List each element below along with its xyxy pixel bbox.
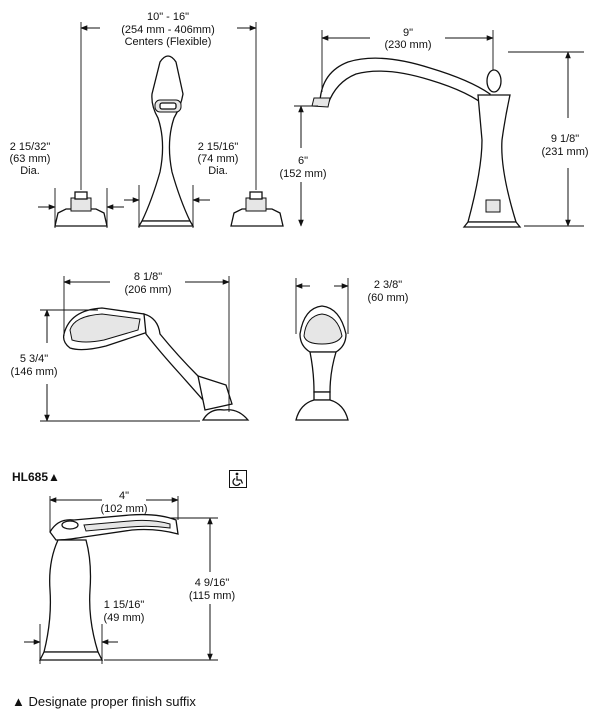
lever-base-dimension [24,624,118,664]
spout-reach-dimension [321,30,494,92]
spout-clearance-label-2: (152 mm) [279,168,326,180]
hand-shower-height-dimension [40,309,200,422]
holder-diameter-dimension [124,185,210,228]
right-valve [230,191,284,227]
handle-diameter-label-1: 2 15/32" [10,141,51,153]
lever-height-dimension [104,517,218,661]
lever-length-label-2: (102 mm) [100,503,147,515]
hand-shower-width-label-1: 2 3/8" [374,279,402,291]
model-label: HL685▲ [12,470,60,484]
hand-shower-height-label-1: 5 3/4" [20,353,48,365]
hand-shower-length-dimension [63,276,230,412]
hand-shower-front [295,305,349,421]
holder-diameter-label-2: (74 mm) [198,153,239,165]
hand-shower-holder-front [137,55,195,227]
spout-height-label-1: 9 1/8" [551,133,579,145]
hand-shower-width-dimension [295,278,349,334]
lever-height-label-2: (115 mm) [189,590,235,602]
spout-clearance-dimension [294,105,318,227]
spout-height-dimension [508,51,584,227]
lever-height-label-1: 4 9/16" [195,577,230,589]
centers-label-2: (254 mm - 406mm) [121,24,215,36]
centers-label-3: Centers (Flexible) [125,36,212,48]
holder-diameter-label-3: Dia. [208,165,228,177]
hand-shower-height-label-2: (146 mm) [10,366,57,378]
hand-shower-side [62,307,250,421]
lever-handle-side [38,513,179,661]
spout-clearance-label-1: 6" [298,155,308,167]
centers-label-1: 10" - 16" [147,11,189,23]
wheelchair-icon [229,470,247,488]
lever-base-label-2: (49 mm) [104,612,145,624]
centers-dimension [80,22,257,190]
handle-diameter-label-3: Dia. [20,165,40,177]
hand-shower-length-label-1: 8 1/8" [134,271,162,283]
spout-height-label-2: (231 mm) [541,146,588,158]
footnote: ▲ Designate proper finish suffix [12,694,196,709]
lever-length-label-1: 4" [119,490,129,502]
tub-spout-side [311,57,522,228]
hand-shower-width-label-2: (60 mm) [368,292,409,304]
left-valve [54,191,108,227]
spout-reach-label-2: (230 mm) [384,39,431,51]
lever-length-dimension [49,496,179,532]
hand-shower-length-label-2: (206 mm) [124,284,171,296]
handle-diameter-dimension [38,188,124,228]
spout-reach-label-1: 9" [403,27,413,39]
lever-base-label-1: 1 15/16" [104,599,145,611]
holder-diameter-label-1: 2 15/16" [198,141,239,153]
handle-diameter-label-2: (63 mm) [10,153,51,165]
